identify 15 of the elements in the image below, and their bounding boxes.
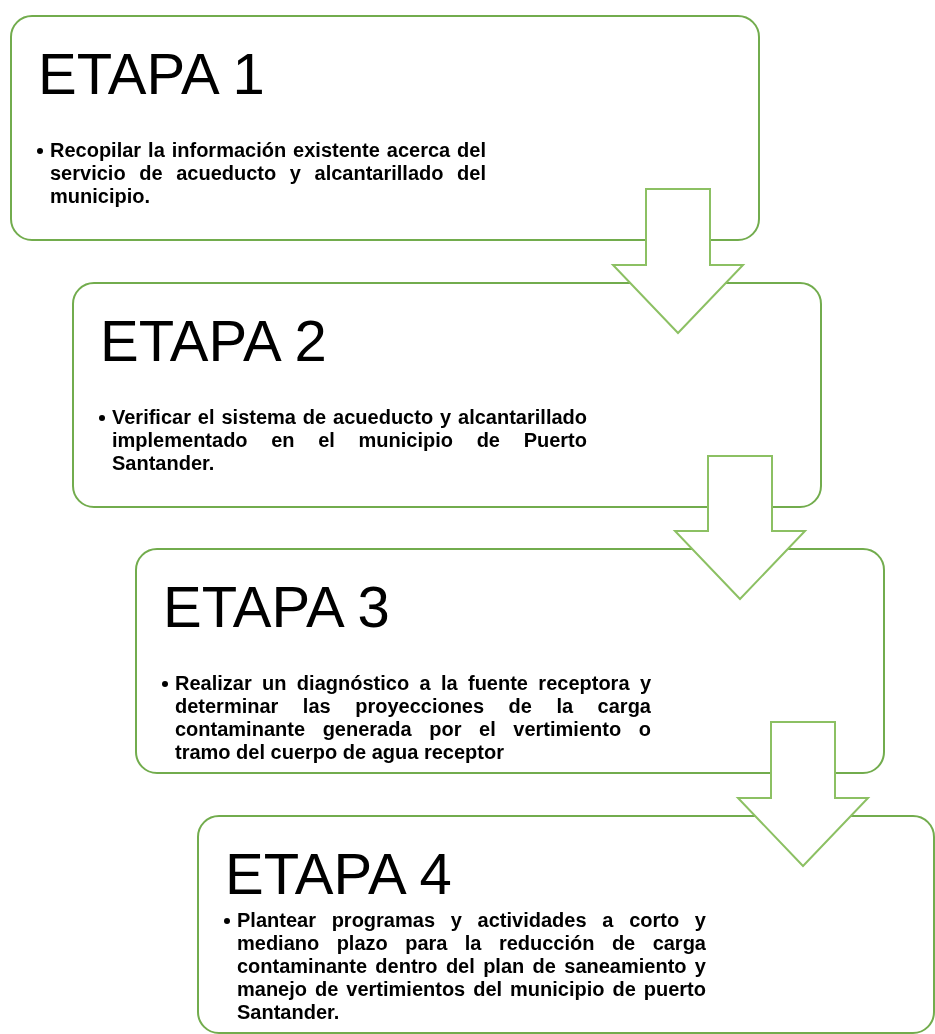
bullet-text: Realizar un diagnóstico a la fuente receptora y determinar las proyecciones de la carga contaminante generada por el vertimiento o tramo del cuerpo de agua receptor (175, 672, 651, 764)
stage-box (10, 15, 760, 241)
stage-title: ETAPA 4 (225, 843, 452, 905)
stage-title: ETAPA 3 (163, 576, 390, 638)
stage-box (135, 548, 885, 774)
bullet-text: Verificar el sistema de acueducto y alcantarillado implementado en el municipio de Puerto Santander. (112, 406, 587, 475)
down-arrow (735, 721, 871, 868)
stage-title: ETAPA 2 (100, 310, 327, 372)
stage-box (72, 282, 822, 508)
down-arrow (672, 455, 808, 601)
stage-title: ETAPA 1 (38, 43, 265, 105)
bullet-text: Plantear programas y actividades a corto y mediano plazo para la reducción de carga contaminante dentro del plan de saneamiento y manejo de vertimientos del municipio de puerto Santander. (237, 909, 706, 1024)
down-arrow (610, 188, 746, 335)
bullet-text: Recopilar la información existente acerca del servicio de acueducto y alcantarillado del municipio. (50, 139, 486, 208)
stage-box (197, 815, 935, 1034)
